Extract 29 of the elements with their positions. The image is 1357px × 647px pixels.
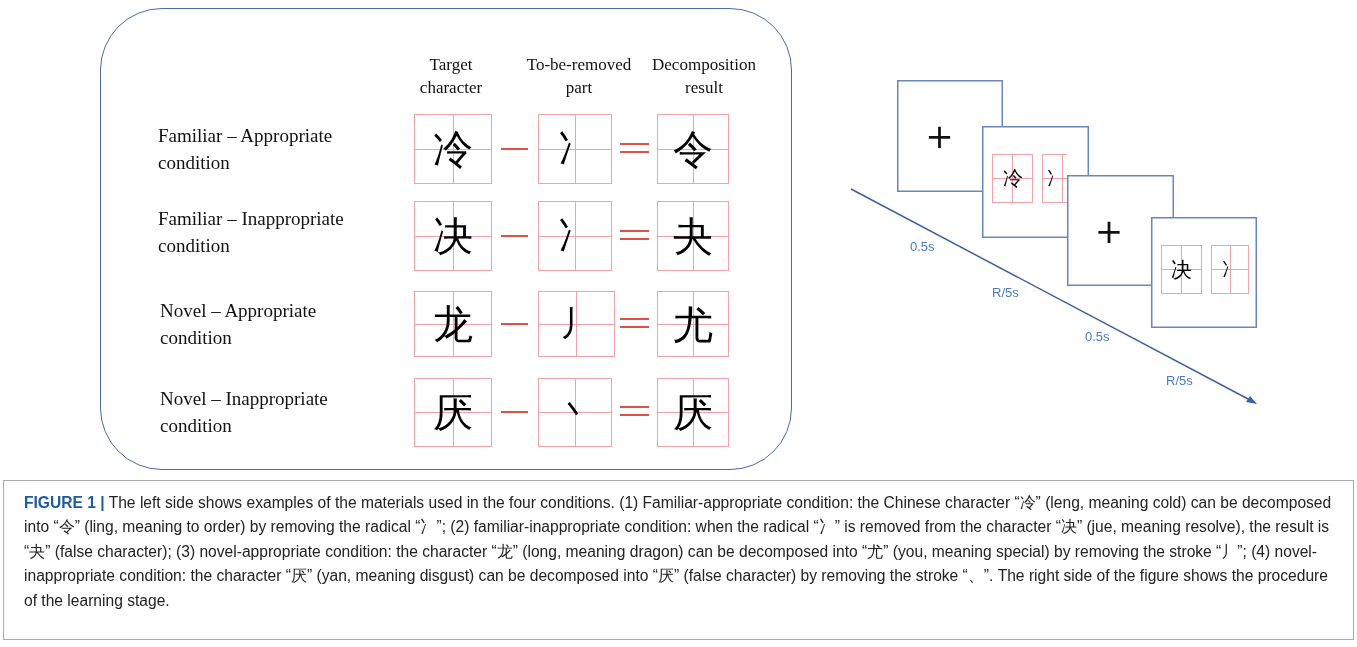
character-cell: 决 xyxy=(414,201,492,271)
time-label: R/5s xyxy=(992,285,1019,300)
character-cell: 龙 xyxy=(414,291,492,357)
figure-caption: FIGURE 1 | The left side shows examples of the materials used in the four conditions. (1) Familiar-appropriate condition: the Chinese character “冷” (leng, meaning cold) can be decomposed into “令” (ling, meaning to order) by removing the radical “冫”; (2) familiar-inappropriate condition: when the radical “冫” is removed from the character “决” (jue, meaning resolve), the result is “夬” (false character); (3) novel-appropriate condition: the character “龙” (long, meaning dragon) can be decomposed into “尤” (you, meaning special) by removing the stroke “丿”; (4) novel-inappropriate condition: the character “厌” (yan, meaning disgust) can be decomposed into “厌” (false character) by removing the stroke “、”. The right side of the figure shows the procedure of the learning stage. xyxy=(3,480,1354,640)
character-cell: 丿 xyxy=(538,291,615,357)
character-cell: 丶 xyxy=(538,378,612,447)
column-header: To-be-removed part xyxy=(525,54,633,99)
character-cell: 夬 xyxy=(657,201,729,271)
panel-frame xyxy=(100,8,792,470)
condition-label: Novel – Inappropriate condition xyxy=(160,387,329,438)
condition-label: Familiar – Inappropriate condition xyxy=(158,207,345,258)
character-cell: 冫 xyxy=(538,114,612,184)
character-cell: 冷 xyxy=(992,154,1033,203)
column-header: Target character xyxy=(418,54,484,99)
character-cell: 厌 xyxy=(657,378,729,447)
character-cell: 令 xyxy=(657,114,729,184)
condition-label: Novel – Appropriate condition xyxy=(160,299,318,350)
character-cell: 尤 xyxy=(657,291,729,357)
character-cell: 冫 xyxy=(538,201,612,271)
character-cell: 冫 xyxy=(1042,154,1067,203)
time-label: 0.5s xyxy=(1085,329,1110,344)
time-label: R/5s xyxy=(1166,373,1193,388)
character-cell: 冫 xyxy=(1211,245,1249,294)
column-header: Decomposition result xyxy=(651,54,757,99)
character-cell: 厌 xyxy=(414,378,492,447)
time-label: 0.5s xyxy=(910,239,935,254)
character-cell: 冷 xyxy=(414,114,492,184)
character-cell: 决 xyxy=(1161,245,1202,294)
condition-label: Familiar – Appropriate condition xyxy=(158,124,334,175)
